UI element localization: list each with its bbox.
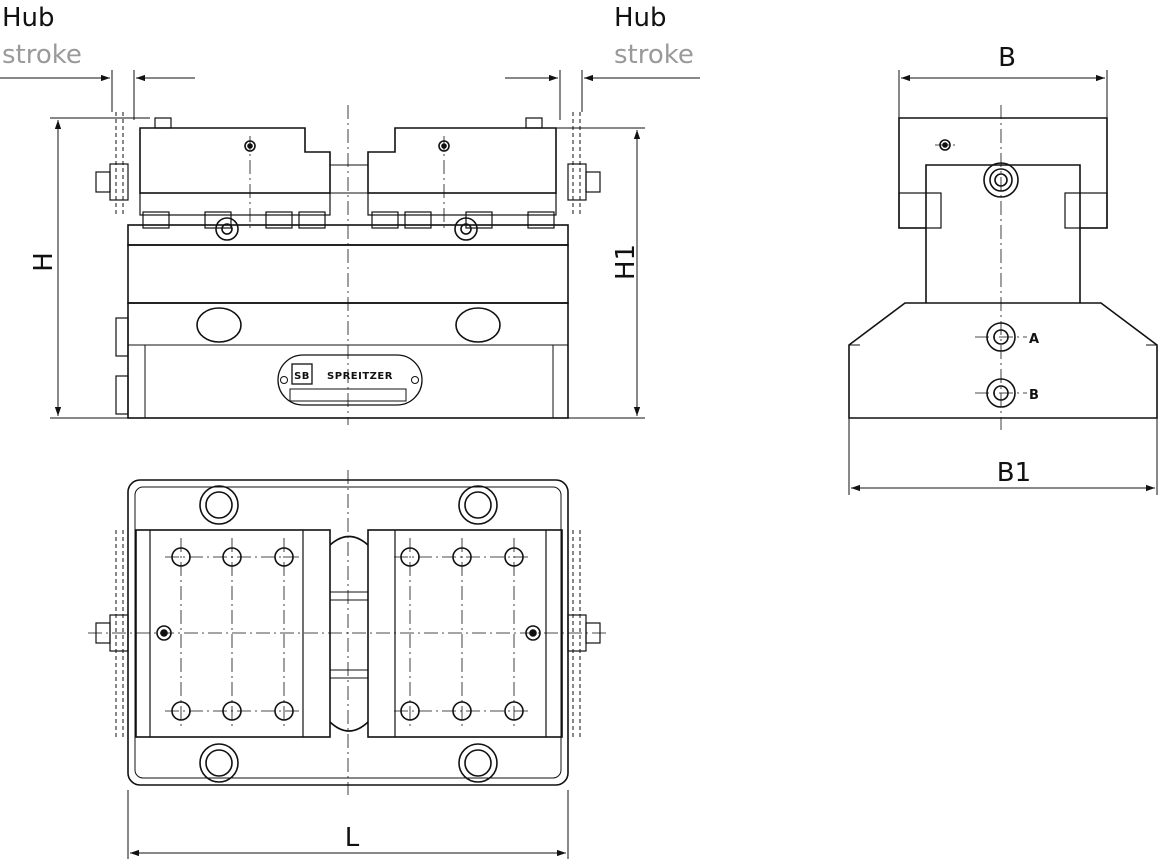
brand-plate-text: SB SPREITZER	[294, 371, 393, 382]
hub-label-right: Hub	[614, 3, 667, 33]
stroke-limit-lines	[115, 112, 581, 215]
port-a-label: A	[1029, 332, 1039, 347]
dimension-h	[50, 117, 150, 419]
port-b-label: B	[1029, 388, 1039, 403]
stroke-label-left: stroke	[2, 40, 82, 70]
dim-l-label: L	[345, 823, 360, 853]
hub-stroke-dimension-left	[0, 70, 195, 120]
dimension-l	[127, 790, 569, 859]
dimension-b1	[848, 418, 1158, 495]
dim-b-label: B	[998, 43, 1016, 73]
hub-stroke-dimension-right	[505, 70, 700, 120]
stroke-label-right: stroke	[614, 40, 694, 70]
dim-h-label: H	[29, 252, 59, 272]
dim-b1-label: B1	[997, 458, 1031, 488]
dimension-b	[898, 70, 1108, 118]
side-view	[848, 117, 1158, 419]
top-view-centerlines	[88, 470, 610, 795]
brand-logo: SB	[294, 371, 310, 382]
dim-h1-label: H1	[611, 244, 641, 280]
brand-name: SPREITZER	[327, 371, 393, 382]
dimension-h1	[556, 127, 645, 419]
front-view-centerlines	[249, 105, 445, 425]
side-view-centerlines	[935, 105, 1027, 430]
hub-label-left: Hub	[2, 3, 55, 33]
